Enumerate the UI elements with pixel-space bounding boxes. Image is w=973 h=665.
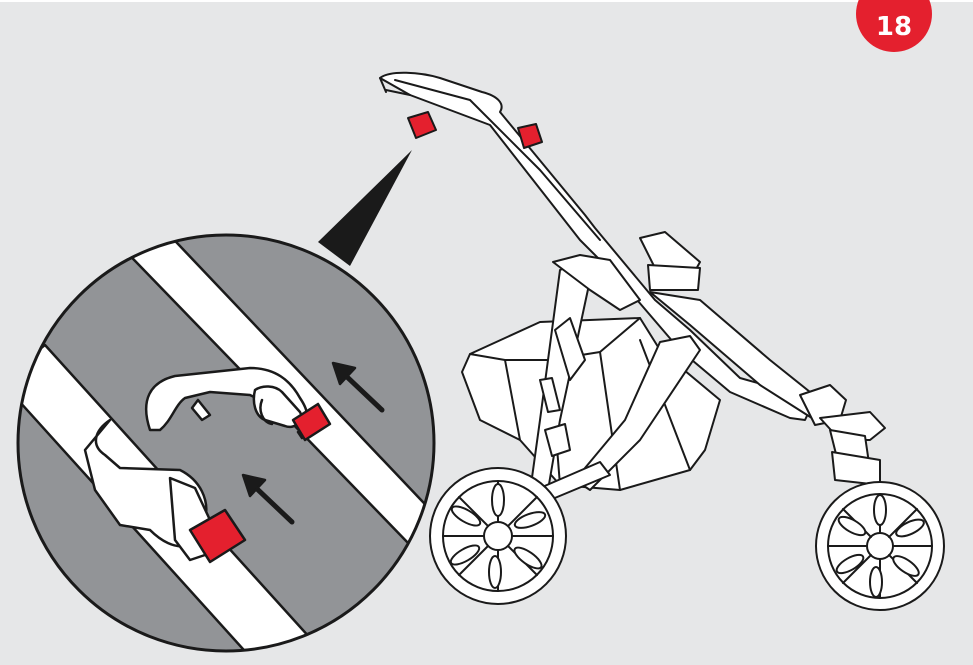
release-button-left (408, 112, 436, 138)
zoom-detail (0, 225, 440, 665)
stroller-illustration (380, 73, 944, 610)
rear-wheel (430, 468, 566, 604)
callout-pointer (318, 150, 412, 266)
step-number: 18 (876, 14, 912, 40)
front-wheel (816, 482, 944, 610)
